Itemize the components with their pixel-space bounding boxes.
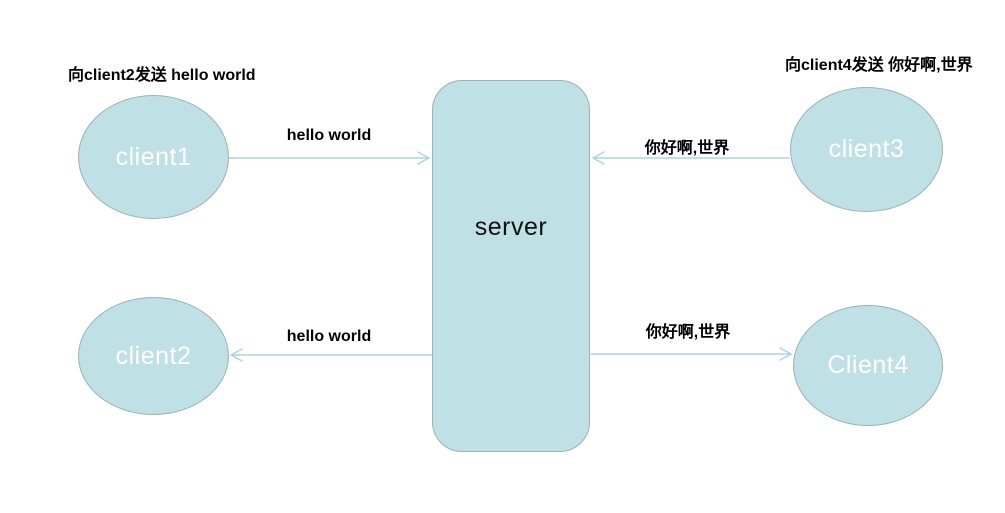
arrow-client1-to-server — [228, 151, 430, 165]
node-server-label: server — [474, 213, 548, 241]
node-client4: Client4 — [793, 305, 943, 426]
edge-label-server-to-client2: hello world — [286, 328, 372, 345]
node-server: server — [432, 80, 590, 452]
arrow-server-to-client4 — [590, 347, 792, 361]
arrow-server-to-client2 — [230, 348, 432, 362]
edge-label-client3-to-server: 你好啊,世界 — [644, 140, 730, 157]
annotation-client4-message: 向client4发送 你好啊,世界 — [785, 57, 973, 74]
node-client3: client3 — [790, 87, 943, 212]
node-client1-label: client1 — [115, 142, 192, 171]
arrow-client3-to-server — [592, 151, 790, 165]
node-client2-label: client2 — [115, 341, 192, 370]
edge-label-server-to-client4: 你好啊,世界 — [645, 324, 731, 341]
node-client4-label: Client4 — [827, 351, 909, 379]
edge-label-client1-to-server: hello world — [286, 127, 372, 144]
node-client2: client2 — [78, 297, 229, 415]
node-client1: client1 — [78, 95, 229, 219]
annotation-client2-message: 向client2发送 hello world — [68, 67, 256, 84]
node-client3-label: client3 — [828, 135, 905, 163]
